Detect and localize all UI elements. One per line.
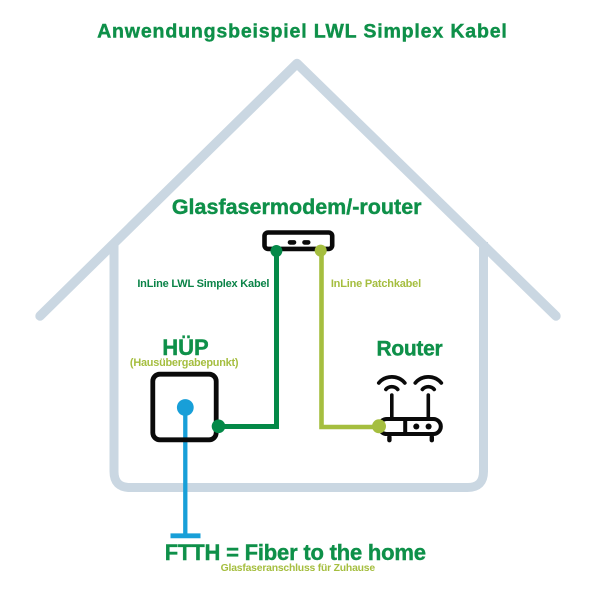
- svg-text:FTTH = Fiber to the home: FTTH = Fiber to the home: [165, 540, 426, 565]
- svg-text:InLine Patchkabel: InLine Patchkabel: [331, 278, 421, 290]
- svg-text:Router: Router: [376, 338, 442, 361]
- svg-text:Glasfasermodem/-router: Glasfasermodem/-router: [172, 195, 422, 219]
- svg-text:Anwendungsbeispiel LWL Simplex: Anwendungsbeispiel LWL Simplex Kabel: [97, 21, 508, 43]
- svg-text:HÜP: HÜP: [162, 335, 208, 360]
- svg-text:Glasfaseranschluss für Zuhause: Glasfaseranschluss für Zuhause: [221, 563, 376, 574]
- svg-text:(Hausübergabepunkt): (Hausübergabepunkt): [130, 357, 239, 369]
- svg-text:InLine LWL Simplex Kabel: InLine LWL Simplex Kabel: [137, 278, 269, 290]
